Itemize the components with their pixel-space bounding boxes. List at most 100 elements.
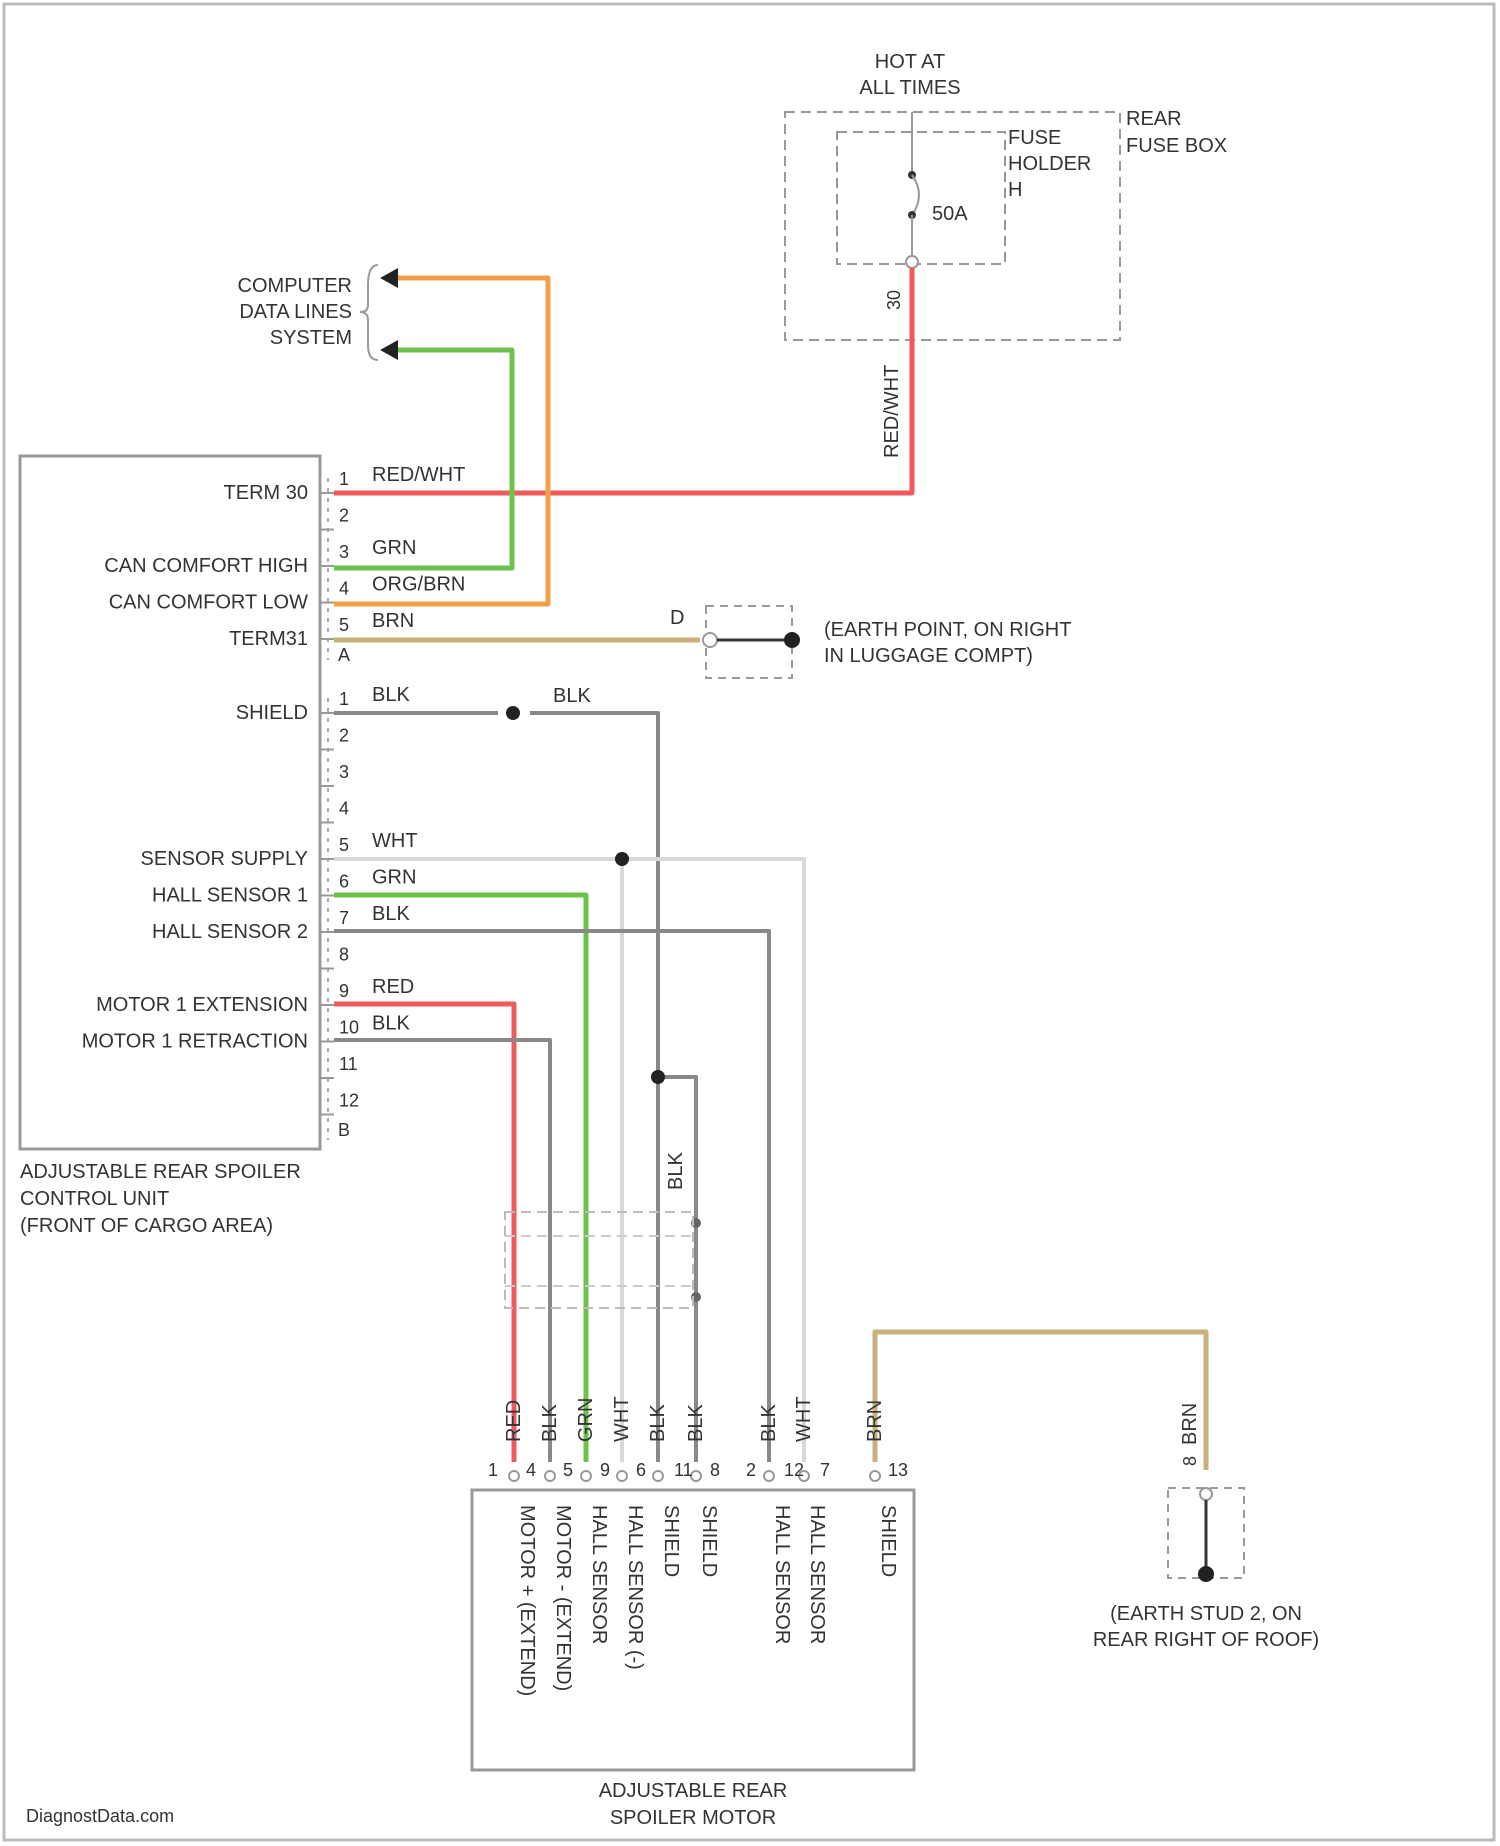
wire-motor-ext-red — [334, 1004, 514, 1462]
motor-connector-pin — [581, 1471, 591, 1481]
rear-fuse-box-label-line2: FUSE BOX — [1126, 135, 1227, 157]
motor-pin-number: 12 — [784, 1460, 804, 1480]
earth-point-connector — [703, 633, 717, 647]
rear-fuse-box-label-line1: REAR — [1126, 108, 1182, 130]
motor-pin-number: 2 — [746, 1460, 756, 1480]
pin-a-wire-color: GRN — [372, 537, 416, 559]
motor-connector-pin — [509, 1471, 519, 1481]
pin-a-number: 3 — [339, 542, 349, 562]
computer-data-lines: COMPUTER DATA LINES SYSTEM — [238, 265, 398, 360]
earth-point-id: D — [670, 607, 684, 629]
motor-connector-pin — [617, 1471, 627, 1481]
fuse-wire-label: RED/WHT — [881, 365, 903, 458]
data-line-arrow-low — [380, 268, 398, 288]
pin-a-function: TERM 30 — [224, 482, 308, 504]
wire-can-high-grn — [334, 350, 512, 568]
pin-a-number: 1 — [339, 469, 349, 489]
pin-a-number: 5 — [339, 615, 349, 635]
fuse-element — [912, 175, 919, 215]
vertical-blk-label: BLK — [665, 1152, 687, 1190]
pin-b-number: 5 — [339, 835, 349, 855]
pin-a-function: CAN COMFORT LOW — [109, 592, 308, 614]
pin-b-function: MOTOR 1 RETRACTION — [82, 1031, 308, 1053]
pin-b-function: HALL SENSOR 1 — [152, 885, 308, 907]
earth-stud-connector — [1200, 1488, 1212, 1500]
motor-pin-number: 8 — [710, 1460, 720, 1480]
pin-a-function: TERM31 — [229, 628, 308, 650]
earth-point-label-line1: (EARTH POINT, ON RIGHT — [824, 619, 1071, 641]
wire-shield-brn-earth — [875, 1332, 1206, 1470]
connector-b-label: B — [338, 1120, 350, 1140]
motor-pin-number: 4 — [526, 1460, 536, 1480]
data-lines-brace — [360, 265, 378, 360]
pin-b-function: MOTOR 1 EXTENSION — [96, 994, 308, 1016]
motor-pin-function: HALL SENSOR — [771, 1505, 793, 1644]
earth-stud-label-line1: (EARTH STUD 2, ON — [1110, 1603, 1302, 1625]
control-unit-name-line1: ADJUSTABLE REAR SPOILER — [20, 1161, 301, 1183]
pin-b-number: 7 — [339, 908, 349, 928]
earth-point-label-line2: IN LUGGAGE COMPT) — [824, 645, 1033, 667]
pin-b-wire-color: GRN — [372, 867, 416, 889]
splice-sensor-supply — [615, 852, 629, 866]
motor-wire-color: RED — [503, 1400, 525, 1442]
earth-stud-label-line2: REAR RIGHT OF ROOF) — [1093, 1629, 1319, 1651]
earth-stud-wire-label: BRN — [1179, 1403, 1201, 1445]
pin-a-number: 2 — [339, 506, 349, 526]
motor-connector-pin — [870, 1471, 880, 1481]
motor-pin-function: MOTOR - (EXTEND) — [552, 1505, 574, 1691]
motor-pin-function: SHIELD — [877, 1505, 899, 1577]
earth-point-ground — [784, 632, 800, 648]
splice-shield-branch — [651, 1070, 665, 1084]
motor-wire-color: WHT — [793, 1396, 815, 1442]
wire-red-wht — [334, 268, 912, 493]
motor-pin-function: HALL SENSOR (-) — [624, 1505, 646, 1670]
pin-b-number: 9 — [339, 981, 349, 1001]
earth-point-outline — [706, 606, 792, 678]
motor-pin-number: 1 — [488, 1460, 498, 1480]
motor-connector-pin — [764, 1471, 774, 1481]
data-lines-label-line2: DATA LINES — [239, 301, 352, 323]
motor-wire-color: BLK — [647, 1404, 669, 1442]
motor-wire-color: BRN — [864, 1400, 886, 1442]
data-lines-label-line1: COMPUTER — [238, 275, 352, 297]
wires — [334, 268, 1206, 1470]
pin-b-number: 10 — [339, 1018, 359, 1038]
hot-label-line1: HOT AT — [875, 51, 945, 73]
motor-pin-function: SHIELD — [698, 1505, 720, 1577]
fuse-holder-label-line3: H — [1008, 179, 1022, 201]
earth-stud-ground — [1198, 1566, 1214, 1582]
pin-b-wire-color: WHT — [372, 830, 418, 852]
motor-name-line2: SPOILER MOTOR — [610, 1807, 776, 1829]
fuse-holder-label-line2: HOLDER — [1008, 153, 1091, 175]
fuse-box-connector — [906, 256, 918, 268]
shielded-cable-outline — [505, 1212, 693, 1308]
motor-pin-function: SHIELD — [660, 1505, 682, 1577]
pin-b-number: 6 — [339, 872, 349, 892]
pin-b-wire-color: BLK — [372, 903, 410, 925]
pin-a-wire-color: BRN — [372, 610, 414, 632]
motor-pin-number: 11 — [674, 1460, 693, 1480]
pin-b-number: 2 — [339, 726, 349, 746]
motor-wire-color: BLK — [758, 1404, 780, 1442]
motor-wire-color: WHT — [611, 1396, 633, 1442]
pin-b-function: HALL SENSOR 2 — [152, 921, 308, 943]
control-unit-name-line2: CONTROL UNIT — [20, 1188, 169, 1210]
motor-wire-color: BLK — [685, 1404, 707, 1442]
pin-b-number: 8 — [339, 945, 349, 965]
wire-motor-ret-blk — [334, 1040, 550, 1462]
motor-connector-pin — [653, 1471, 663, 1481]
rear-fuse-box-outline — [785, 112, 1120, 340]
circuit-number: 30 — [884, 290, 904, 310]
motor-pin-function: HALL SENSOR — [588, 1505, 610, 1644]
pin-b-function: SENSOR SUPPLY — [141, 848, 308, 870]
pin-b-wire-color: BLK — [372, 684, 410, 706]
watermark: DiagnostData.com — [26, 1806, 174, 1826]
wire-sensor-supply-wht — [334, 859, 804, 1462]
control-unit-name-line3: (FRONT OF CARGO AREA) — [20, 1215, 273, 1237]
fuse-holder-outline — [837, 132, 1005, 264]
pin-a-function: CAN COMFORT HIGH — [104, 555, 308, 577]
fuse-box: HOT AT ALL TIMES REAR FUSE BOX FUSE HOLD… — [785, 51, 1227, 458]
